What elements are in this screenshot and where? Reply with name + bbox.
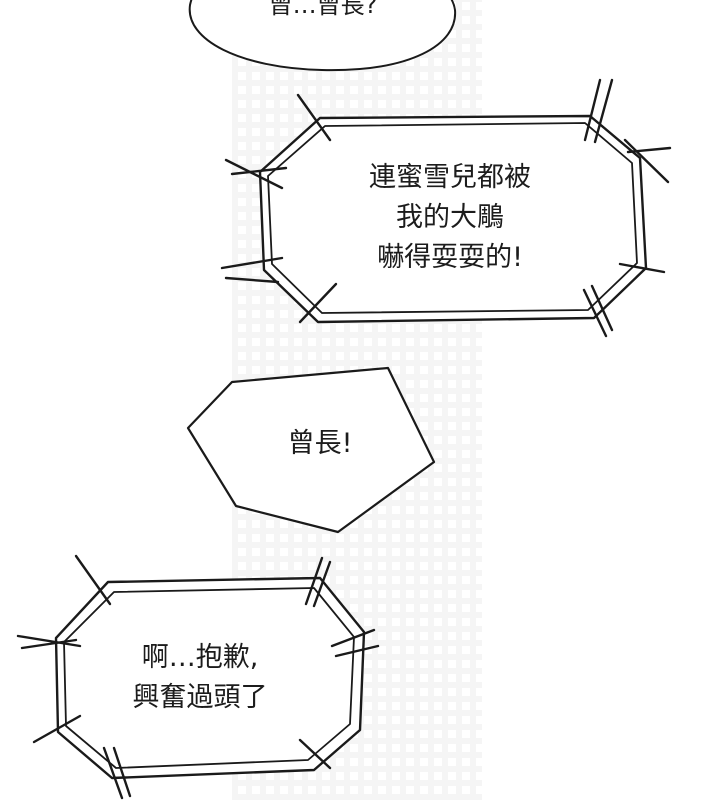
bubble-1-text: 曾…曾長? <box>188 0 458 23</box>
bubble-3-line-1: 曾長! <box>287 428 353 459</box>
bubble-4-text: 啊…抱歉, 興奮過頭了 <box>80 638 320 718</box>
bubble-4-line-1: 啊…抱歉, <box>141 642 259 673</box>
bubble-4-line-2: 興奮過頭了 <box>132 682 268 713</box>
bubble-3-outline <box>186 366 436 534</box>
bubble-1-outline <box>188 0 457 72</box>
bubble-3-text: 曾長! <box>240 424 400 463</box>
bubble-4-outline <box>16 554 380 800</box>
bubble-2-line-3: 嚇得耍耍的! <box>377 242 523 273</box>
bubble-2-line-2: 我的大鵰 <box>396 202 504 233</box>
bubble-1-line-1: 曾…曾長? <box>268 0 378 19</box>
bubble-2-text: 連蜜雪兒都被 我的大鵰 嚇得耍耍的! <box>300 158 600 278</box>
bubble-2-outline <box>220 78 672 338</box>
bubble-2-line-1: 連蜜雪兒都被 <box>369 162 531 193</box>
